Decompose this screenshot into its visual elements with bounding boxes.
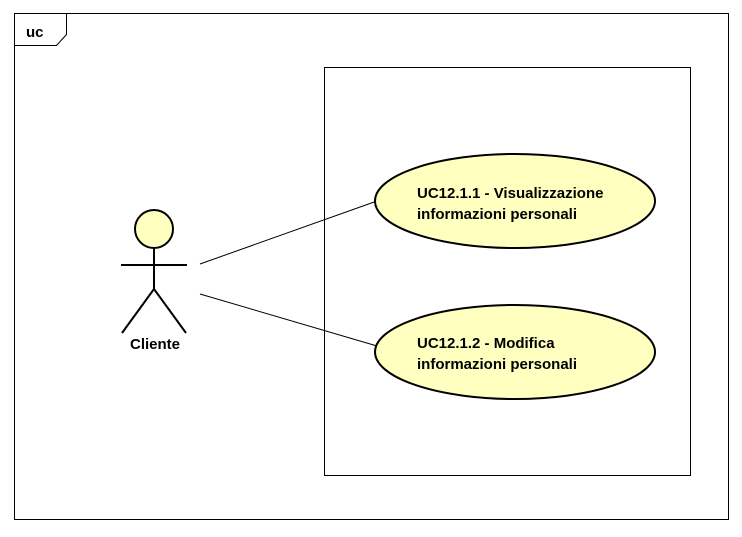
frame-tab (14, 13, 67, 46)
use-case-2[interactable]: UC12.1.2 - Modifica informazioni persona… (374, 304, 656, 400)
use-case-2-label-line1: UC12.1.2 - Modifica (417, 335, 555, 352)
actor-label: Cliente (130, 336, 180, 353)
use-case-2-ellipse (374, 304, 656, 400)
association-uc-2 (199, 293, 378, 347)
association-uc-1 (199, 200, 378, 265)
actor-right-leg (153, 288, 187, 334)
use-case-1-label-line1: UC12.1.1 - Visualizzazione (417, 185, 603, 202)
use-case-1-ellipse (374, 153, 656, 249)
use-case-1[interactable]: UC12.1.1 - Visualizzazione informazioni … (374, 153, 656, 249)
frame-label: uc (26, 24, 44, 41)
actor-head (134, 209, 174, 249)
actor-left-leg (121, 288, 155, 334)
system-boundary (324, 67, 691, 476)
use-case-1-label-line2: informazioni personali (417, 206, 577, 223)
use-case-2-label-line2: informazioni personali (417, 356, 577, 373)
actor-cliente[interactable]: Cliente (121, 209, 187, 353)
